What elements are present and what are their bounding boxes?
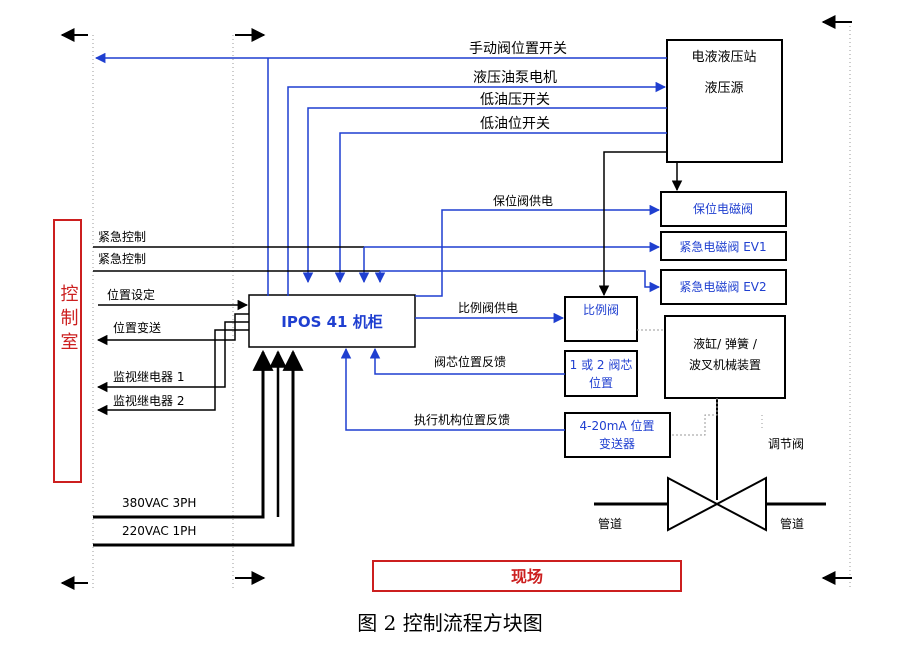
feedback-lines [340, 312, 665, 431]
station-to-valves [598, 151, 683, 297]
hydraulic-station-label: 电液液压站 [691, 50, 756, 65]
field-box [372, 560, 682, 592]
regulating-valve-label: 调节阀 [768, 437, 804, 451]
control-room-label: 控制室 [58, 284, 79, 356]
transmitter-label-1: 4-20mA 位置 [580, 418, 655, 433]
signal-proportional-power: 比例阀供电 [458, 301, 518, 315]
spool-position-label-1: 1 或 2 阀芯 [570, 358, 633, 372]
spool-position-label-2: 位置 [589, 375, 613, 390]
actuator-box [664, 315, 786, 399]
hydraulic-source-label: 液压源 [704, 81, 743, 96]
signal-hold-valve-power: 保位阀供电 [493, 193, 553, 208]
signal-pump-motor: 液压油泵电机 [473, 70, 557, 86]
emergency-valve-1-label: 紧急电磁阀 EV1 [679, 239, 766, 254]
signal-low-level-switch: 低油位开关 [480, 116, 550, 132]
ipos-cabinet-label: IPOS 41 机柜 [281, 313, 382, 331]
signal-spool-feedback: 阀芯位置反馈 [434, 354, 506, 369]
boundary-arrows [60, 15, 852, 590]
figure-caption: 图 2 控制流程方块图 [357, 611, 543, 635]
control-room-box [53, 219, 82, 483]
signal-power-380: 380VAC 3PH [122, 496, 196, 510]
proportional-valve-label: 比例阀 [583, 303, 619, 317]
signal-monitor-relay-2: 监视继电器 2 [113, 393, 184, 408]
signal-low-pressure-switch: 低油压开关 [480, 92, 550, 108]
ipos-cabinet-box [248, 294, 416, 348]
signal-power-220: 220VAC 1PH [122, 524, 196, 538]
actuator-label-2: 波叉机械装置 [689, 357, 761, 372]
signal-monitor-relay-1: 监视继电器 1 [113, 369, 184, 384]
region-separators [92, 22, 851, 590]
pipe-right-label: 管道 [780, 516, 804, 531]
hold-valve-label: 保位电磁阀 [693, 201, 753, 216]
emergency-valve-1-box [660, 231, 787, 261]
actuator-transmitter-link [670, 398, 718, 436]
emergency-valve-2-label: 紧急电磁阀 EV2 [679, 279, 766, 294]
spool-position-box [564, 350, 638, 397]
actuator-label-1: 液缸/ 弹簧 / [693, 336, 758, 351]
signal-emergency-control-2: 紧急控制 [98, 251, 146, 266]
emergency-control-lines [93, 241, 661, 293]
signal-manual-valve-switch: 手动阀位置开关 [469, 41, 567, 57]
signal-emergency-control-1: 紧急控制 [98, 229, 146, 244]
station-signal-lines [94, 52, 667, 297]
hydraulic-station-box [666, 39, 783, 163]
signal-position-transmit: 位置变送 [113, 320, 161, 335]
hold-valve-box [660, 191, 787, 227]
emergency-valve-2-box [660, 269, 787, 305]
field-label: 现场 [511, 567, 543, 586]
pipe-left-label: 管道 [598, 516, 622, 531]
signal-position-setpoint: 位置设定 [107, 287, 155, 302]
transmitter-box [564, 412, 671, 458]
transmitter-label-2: 变送器 [599, 436, 635, 451]
power-lines [93, 349, 304, 547]
proportional-valve-box [564, 296, 638, 342]
left-io-lines [96, 299, 249, 416]
signal-actuator-feedback: 执行机构位置反馈 [414, 412, 510, 427]
